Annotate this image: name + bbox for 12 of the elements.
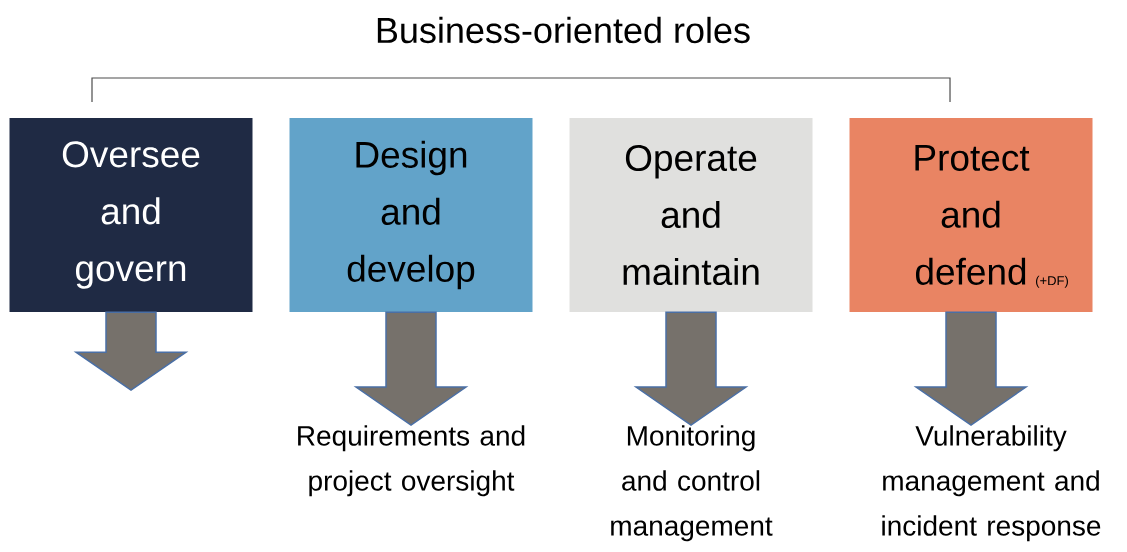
role-box: Design and develop (289, 118, 533, 312)
down-arrow (353, 311, 469, 426)
role-box: Oversee and govern (9, 118, 253, 312)
down-arrow (913, 311, 1029, 426)
down-arrow (73, 311, 189, 392)
description-text: Monitoring and control management (611, 425, 773, 542)
description-text: Vulnerability management and incident response (882, 425, 1101, 542)
description-text: Requirements and project oversight (298, 425, 525, 497)
role-box: Protect and defend (+DF) (849, 118, 1093, 312)
title: Business-oriented roles (377, 16, 750, 44)
down-arrow (633, 311, 749, 426)
role-box: Operate and maintain (569, 118, 813, 312)
